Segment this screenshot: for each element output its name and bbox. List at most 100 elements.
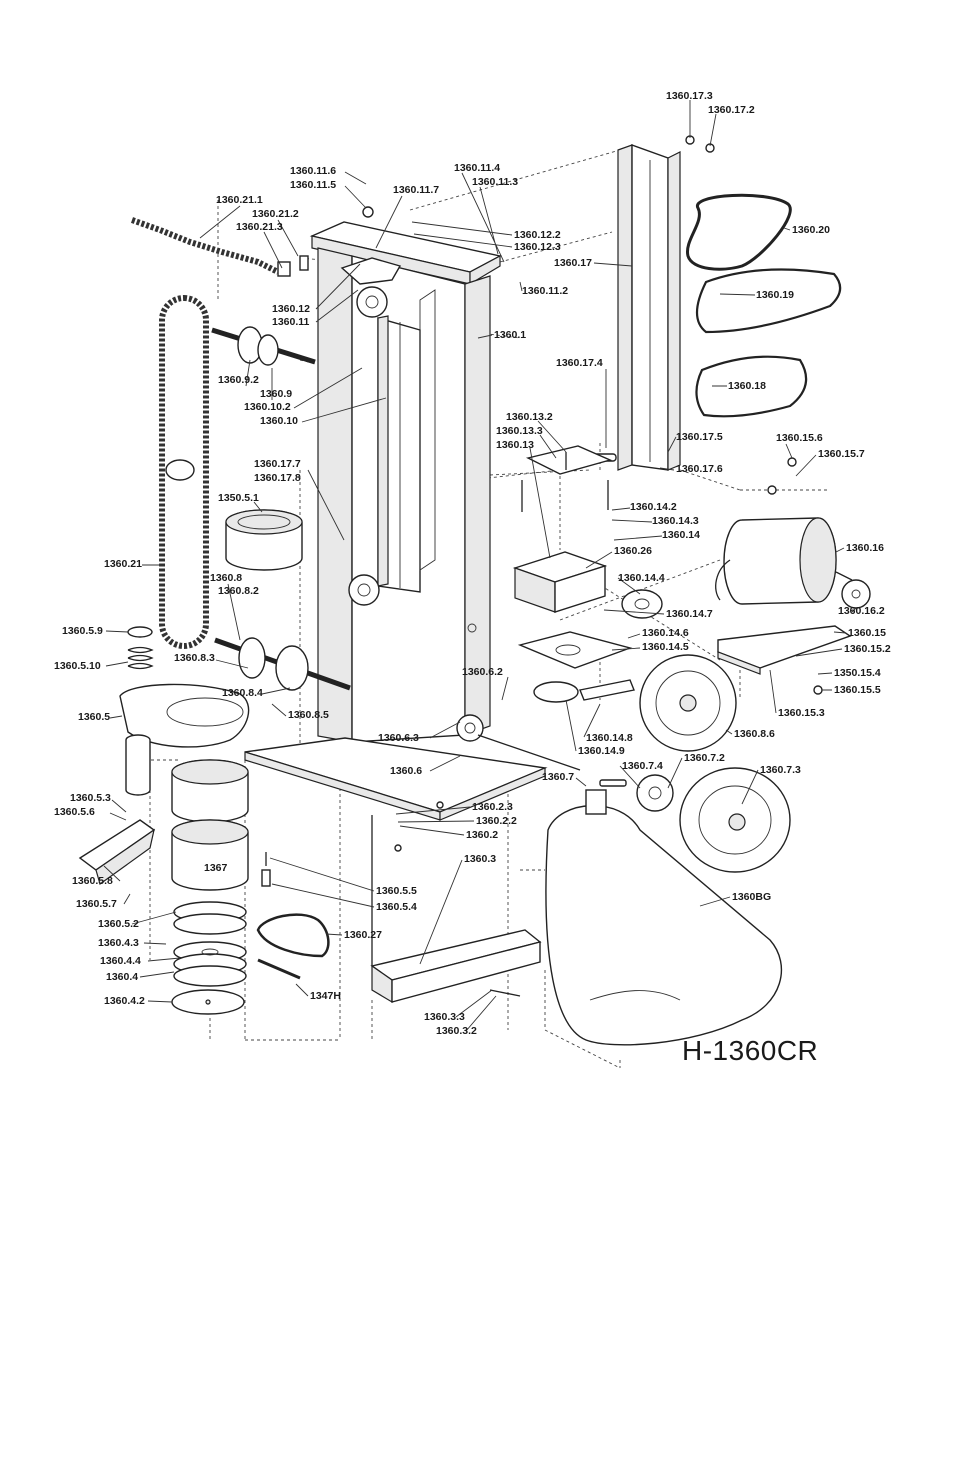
column-right-face [464,275,491,736]
cylinder-1350-5-1-inner [237,514,291,530]
part-number-label: 1360.16 [846,542,884,554]
part-number-label: 1360.18 [728,380,766,392]
strip-1347h [257,958,301,980]
mount-bolt-a [787,457,797,467]
part-number-label: 1360.9 [260,388,292,400]
part-number-label: 1360.12 [272,303,310,315]
part-number-label: 1360.10.2 [244,401,291,413]
drive-chain [159,295,209,649]
part-number-label: 1360.14.2 [630,501,677,513]
part-number-label: 1360.21.3 [236,221,283,233]
chain-clip [299,255,309,271]
disc-stack-mid [173,913,247,935]
belt-1360-20 [686,193,792,271]
gearbox-assembly [512,445,663,703]
motor-mount-plate-edge [717,651,761,675]
part-number-label: 1360.5.7 [76,898,117,910]
mount-nut [813,685,823,695]
part-number-label: 1360.5.4 [376,901,417,913]
part-number-label: 1360.2 [466,829,498,841]
column-left-face [317,247,353,743]
part-number-label: 1360.12.3 [514,241,561,253]
chain-tensioner [165,459,195,481]
part-number-label: 1360.11.3 [472,176,518,188]
part-number-label: 1360.14 [662,529,700,541]
diagram-title: H-1360CR [682,1035,818,1066]
base-assembly [244,734,581,1004]
cylinder-1350-5-1-top [225,509,303,535]
part-number-label: 1360.14.5 [642,641,689,653]
part-number-label: 1347H [310,990,341,1002]
pulley-1360-8-6-groove [655,670,721,736]
gearbox-pulley [621,589,663,619]
base-screw-b [436,801,444,809]
bearing-block [456,714,484,742]
pulley-1360-7-3-groove [698,785,772,855]
belt-guard-inner-edge [589,990,681,1001]
chain-link-segment [130,217,280,275]
pulley-1360-7-3-hub [728,813,746,831]
part-number-label: 1360.10 [260,415,298,427]
motor-shaft [835,571,853,581]
top-sprocket-hub [365,295,379,309]
tension-arm [579,679,635,701]
part-number-label: 1360.11.6 [290,165,336,177]
part-number-label: 1360BG [732,891,771,903]
part-number-label: 1360.5.6 [54,806,95,818]
cylinder-1367-lower-top [171,819,249,845]
part-number-label: 1360.11 [272,316,310,328]
frame-bolt [489,989,521,997]
plate-1360-5-opening [166,697,244,727]
part-number-label: 1360.26 [614,545,652,557]
part-number-label: 1350.15.4 [834,667,881,679]
sleeve-1360-5-3 [125,734,151,796]
part-number-label: 1360.27 [344,929,382,941]
pulley-1360-8-6-hub [679,694,697,712]
base-screw-a [394,844,402,852]
part-number-label: 1360.15.7 [818,448,865,460]
part-number-label: 1360.13.3 [496,425,543,437]
gearbox-pulley-hub [634,598,650,610]
shaft-sprocket-upper-2 [257,334,279,366]
part-number-label: 1360.17 [554,257,592,269]
part-number-label: 1360.16.2 [838,605,885,617]
pulley-1360-4-c [173,965,247,987]
hinge-bracket-leaf [95,828,155,885]
part-number-label: 1360.5.3 [70,792,111,804]
top-clamp-bolt [362,206,374,218]
part-number-label: 1350.5.1 [218,492,259,504]
motor-cable [715,559,731,601]
part-number-label: 1360.7 [542,771,574,783]
part-number-label: 1360.8 [210,572,242,584]
part-number-label: 1360.11.7 [393,184,439,196]
base-shaft [477,734,581,771]
shaft-sprocket-lower [238,637,266,679]
part-number-label: 1360.14.7 [666,608,713,620]
pulley-1360-7-4-hub [648,786,662,800]
part-number-label: 1360.2.3 [472,801,513,813]
part-number-label: 1360.11.5 [290,179,336,191]
part-number-label: 1360.6.2 [462,666,503,678]
part-number-label: 1360.14.6 [642,627,689,639]
motor-pulley-hub [851,589,861,599]
upright-left-flange [617,144,633,471]
part-number-label: 1360.11.4 [454,162,500,174]
part-number-label: 1360.7.4 [622,760,663,772]
pulley-1360-7-4 [636,774,674,812]
belt-guard-bracket [585,789,607,815]
belt-1360-19 [695,268,842,334]
gearbox-side [554,565,606,613]
part-number-label: 1360.6.3 [378,732,419,744]
part-number-label: 1360.7.3 [760,764,801,776]
part-number-label: 1360.17.7 [254,458,301,470]
motor-end-cap [799,517,837,603]
top-clamp-bracket [340,257,402,285]
gearbox-plate-hole [555,644,581,656]
part-number-label: 1360.7.2 [684,752,725,764]
part-number-label: 1360.5.9 [62,625,103,637]
pulley-1360-4-hub [201,948,219,956]
chain-drive [130,217,351,691]
gearbox-base-plate [517,631,633,669]
part-number-label: 1360.3.2 [436,1025,477,1037]
part-number-label: 1360.2.2 [476,815,517,827]
